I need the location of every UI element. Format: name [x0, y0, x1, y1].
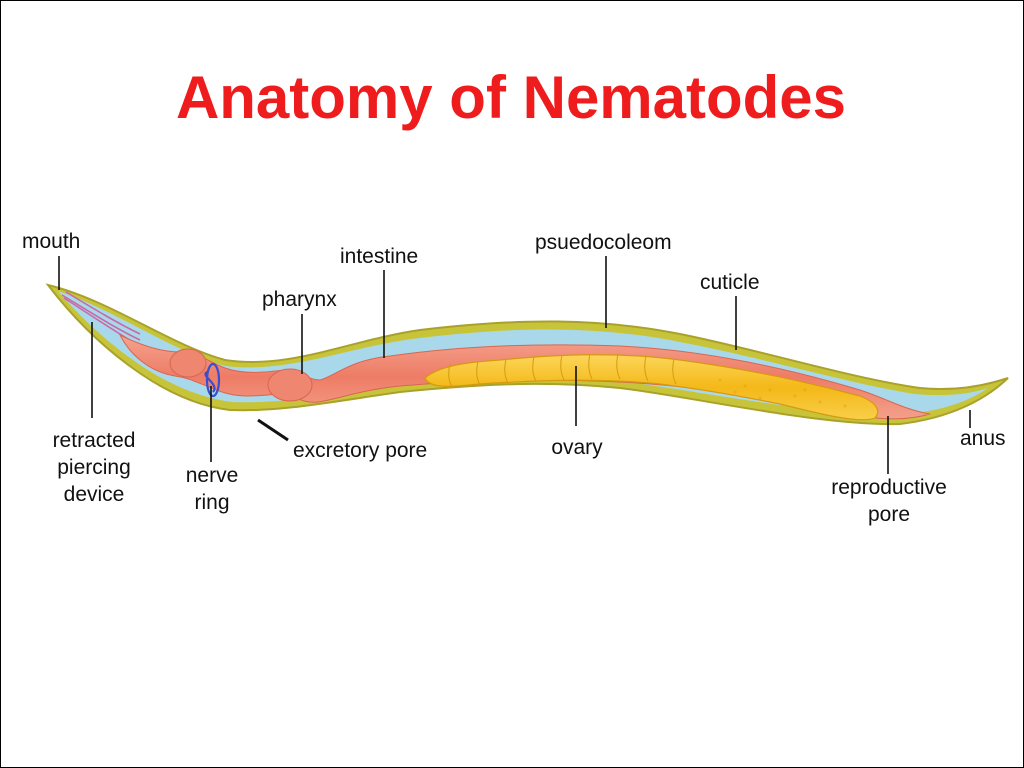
leader-excretory: [257, 418, 289, 442]
label-nerve-line2: ring: [194, 491, 229, 514]
label-cuticle: cuticle: [700, 271, 760, 294]
label-reproductive-line1: reproductive: [831, 476, 947, 499]
pharynx-bulb-anterior: [169, 348, 207, 378]
label-reproductive-line2: pore: [868, 503, 910, 526]
label-anus: anus: [960, 427, 1006, 450]
label-psuedocoleom: psuedocoleom: [535, 231, 672, 254]
label-retracted-line1: retracted: [53, 429, 136, 452]
label-mouth: mouth: [22, 230, 80, 253]
label-retracted-line2: piercing: [57, 456, 131, 479]
label-excretory-pore: excretory pore: [293, 439, 427, 462]
label-ovary: ovary: [551, 436, 603, 459]
nerve-ring-shape: [204, 362, 221, 398]
pharynx-bulb-posterior: [267, 368, 313, 402]
leader-lines: [58, 256, 971, 474]
ovary-shape: [424, 353, 879, 421]
label-intestine: intestine: [340, 245, 418, 268]
label-retracted-line3: device: [64, 483, 125, 506]
slide-title: Anatomy of Nematodes: [175, 64, 847, 131]
label-nerve-line1: nerve: [186, 464, 239, 487]
label-pharynx: pharynx: [262, 288, 337, 311]
